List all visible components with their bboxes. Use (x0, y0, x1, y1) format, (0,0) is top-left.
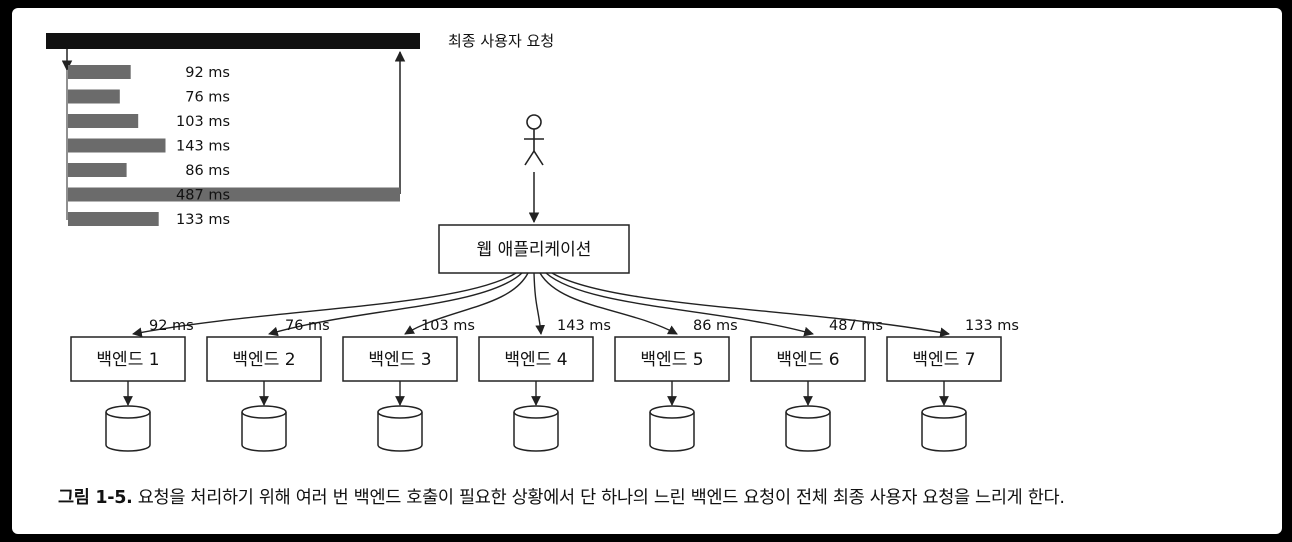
backend-label: 백엔드 3 (368, 350, 431, 370)
backend-label: 백엔드 4 (504, 350, 567, 370)
timing-label: 103 ms (176, 114, 230, 130)
database-icon (377, 405, 423, 452)
caption-lead: 그림 1-5. (58, 488, 133, 508)
database-icon (513, 405, 559, 452)
figure-caption: 그림 1-5. 요청을 처리하기 위해 여러 번 백엔드 호출이 필요한 상황에… (58, 484, 1278, 509)
backend-box (478, 336, 594, 382)
call-arrow (132, 272, 517, 338)
backend-3: 103 ms 백엔드 3 (342, 272, 529, 452)
backend-label: 백엔드 6 (776, 350, 839, 370)
timing-label: 76 ms (185, 90, 230, 106)
call-latency-label: 133 ms (965, 318, 1019, 334)
call-arrow (551, 272, 950, 338)
call-latency-label: 92 ms (149, 318, 194, 334)
call-arrow (404, 272, 529, 335)
backend-label: 백엔드 7 (912, 350, 975, 370)
timing-label: 86 ms (185, 163, 230, 179)
call-latency-label: 86 ms (693, 318, 738, 334)
timing-label: 143 ms (176, 139, 230, 155)
backend-7: 133 ms 백엔드 7 (551, 272, 1019, 452)
backend-box (206, 336, 322, 382)
timing-label: 133 ms (176, 212, 230, 228)
call-arrow (545, 272, 814, 337)
timing-label: 487 ms (176, 188, 230, 204)
timing-bars: 92 ms 76 ms 103 ms 143 ms 86 ms 487 ms 133 ms (68, 65, 400, 228)
timing-bar (68, 89, 120, 104)
backend-box (614, 336, 730, 382)
backend-box (886, 336, 1002, 382)
web-app-label: 웹 애플리케이션 (477, 240, 592, 260)
end-user-request-label: 최종 사용자 요청 (448, 32, 554, 50)
user-icon (524, 114, 544, 166)
call-latency-label: 103 ms (421, 318, 475, 334)
backend-box (70, 336, 186, 382)
backend-2: 76 ms 백엔드 2 (206, 272, 523, 452)
backend-label: 백엔드 2 (232, 350, 295, 370)
database-icon (649, 405, 695, 452)
database-icon (241, 405, 287, 452)
database-icon (785, 405, 831, 452)
timing-bar (68, 65, 131, 79)
backend-box (342, 336, 458, 382)
timing-bar (68, 187, 400, 202)
timing-label: 92 ms (185, 65, 230, 81)
backend-label: 백엔드 1 (96, 350, 159, 370)
timing-bar (68, 138, 166, 153)
caption-text: 요청을 처리하기 위해 여러 번 백엔드 호출이 필요한 상황에서 단 하나의 … (132, 488, 1065, 508)
backend-4: 143 ms 백엔드 4 (478, 272, 611, 452)
call-arrow (539, 272, 678, 335)
backend-1: 92 ms 백엔드 1 (70, 272, 517, 452)
timing-bar (68, 163, 127, 177)
end-user-request-bar (46, 33, 420, 49)
backends: 92 ms 백엔드 1 76 ms 백엔드 2 103 ms 백엔드 3 143 ms 백엔드… (70, 272, 1019, 452)
call-arrow (533, 272, 546, 335)
call-arrow (268, 272, 523, 337)
call-latency-label: 143 ms (557, 318, 611, 334)
backend-label: 백엔드 5 (640, 350, 703, 370)
timing-bar (68, 212, 159, 226)
backend-5: 86 ms 백엔드 5 (539, 272, 738, 452)
backend-box (750, 336, 866, 382)
database-icon (921, 405, 967, 452)
call-latency-label: 76 ms (285, 318, 330, 334)
timing-bar (68, 114, 139, 128)
database-icon (105, 405, 151, 452)
